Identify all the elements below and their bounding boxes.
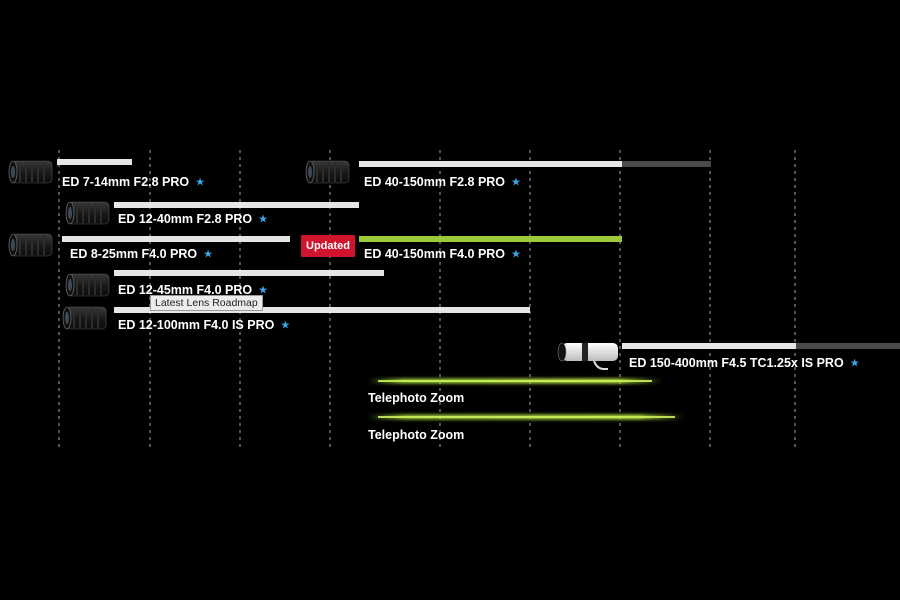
- icons-layer: [8, 160, 618, 370]
- star-icon: ★: [258, 213, 268, 226]
- star-icon: ★: [203, 248, 213, 261]
- tooltip: Latest Lens Roadmap: [150, 295, 263, 311]
- lens-label: ED 12-45mm F4.0 PRO: [118, 283, 252, 297]
- bar-planned-core: [378, 380, 652, 382]
- bar-planned-core: [378, 416, 675, 418]
- bar-updated: [359, 236, 622, 242]
- lens-black-icon: [65, 201, 110, 225]
- lens-label: ED 8-25mm F4.0 PRO: [70, 247, 197, 261]
- bar-released: [57, 159, 132, 165]
- lens-label: ED 12-100mm F4.0 IS PRO: [118, 318, 275, 332]
- lens-label: ED 40-150mm F4.0 PRO: [364, 247, 505, 261]
- lens-black-icon: [65, 273, 110, 297]
- lens-black-icon: [8, 160, 53, 184]
- updated-badge: Updated: [301, 235, 355, 257]
- bar-released: [114, 202, 359, 208]
- star-icon: ★: [258, 284, 268, 297]
- star-icon: ★: [850, 357, 860, 370]
- bar-released: [622, 343, 796, 349]
- star-icon: ★: [511, 176, 521, 189]
- labels-layer: ED 7-14mm F2.8 PRO ★ ED 12-40mm F2.8 PRO ★ E…: [62, 175, 860, 442]
- bar-released: [114, 307, 530, 313]
- bar-released: [114, 270, 384, 276]
- lens-black-icon: [305, 160, 350, 184]
- bar-extension: [622, 161, 711, 167]
- lens-white-tele-icon: [557, 342, 618, 370]
- lens-label: ED 150-400mm F4.5 TC1.25x IS PRO: [629, 356, 844, 370]
- lens-label: Telephoto Zoom: [368, 428, 464, 442]
- lens-label: ED 40-150mm F2.8 PRO: [364, 175, 505, 189]
- lens-label: Telephoto Zoom: [368, 391, 464, 405]
- bar-released: [62, 236, 290, 242]
- lens-black-icon: [62, 306, 107, 330]
- bar-extension: [796, 343, 900, 349]
- lens-label: ED 12-40mm F2.8 PRO: [118, 212, 252, 226]
- lens-label: ED 7-14mm F2.8 PRO: [62, 175, 189, 189]
- bars-layer: [57, 159, 900, 420]
- bar-released: [359, 161, 622, 167]
- star-icon: ★: [280, 319, 290, 332]
- star-icon: ★: [195, 176, 205, 189]
- star-icon: ★: [511, 248, 521, 261]
- lens-black-icon: [8, 233, 53, 257]
